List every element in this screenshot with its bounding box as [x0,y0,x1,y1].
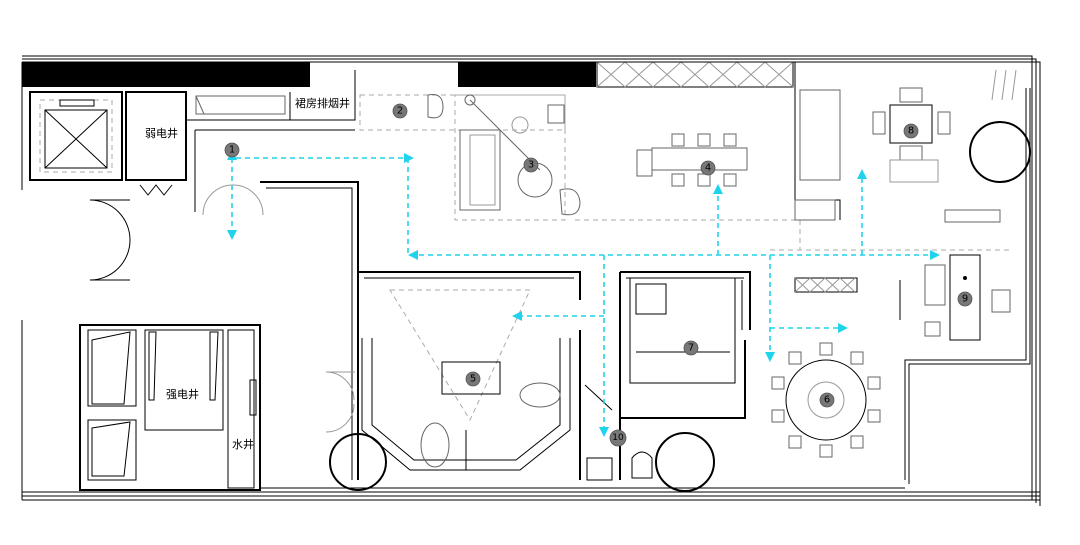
outer-walls [21,55,1041,506]
svg-text:9: 9 [962,294,968,305]
svg-text:3: 3 [528,160,534,171]
zone-markers: 1 2 3 4 5 6 7 8 [224,103,973,447]
label-strong-electric-shaft: 强电井 [166,387,199,401]
room-labels: 弱电井 裙房排烟井 强电井 水井 [145,96,350,451]
zone-marker-3: 3 [523,157,539,173]
label-weak-electric-shaft: 弱电井 [145,126,178,140]
circulation-flow [227,150,940,437]
left-core [29,70,356,491]
zone-marker-10: 10 [609,429,627,447]
banquet-room-6 [771,342,881,458]
svg-text:6: 6 [824,395,830,406]
dining-room-8 [794,69,1031,223]
room-9 [770,249,1011,341]
room-10 [584,384,715,492]
svg-text:5: 5 [470,374,476,385]
zone-marker-1: 1 [224,142,240,158]
svg-text:1: 1 [229,145,235,156]
room-7 [629,277,743,384]
dining-room-4 [575,133,801,250]
zone-marker-9: 9 [957,291,973,307]
svg-text:4: 4 [705,163,711,174]
living-room-5 [325,289,571,491]
zone-marker-8: 8 [903,123,919,139]
zone-marker-4: 4 [700,160,716,176]
label-water-shaft: 水井 [232,437,254,451]
label-kitchen-exhaust-shaft: 裙房排烟井 [295,96,350,110]
zone-marker-6: 6 [819,392,835,408]
svg-text:10: 10 [612,433,624,443]
svg-text:7: 7 [688,343,694,354]
zone-marker-2: 2 [392,103,408,119]
interior-walls [260,62,841,480]
svg-text:8: 8 [908,126,914,137]
zone-marker-7: 7 [683,340,699,356]
zone-marker-5: 5 [465,371,481,387]
svg-text:2: 2 [397,106,403,117]
